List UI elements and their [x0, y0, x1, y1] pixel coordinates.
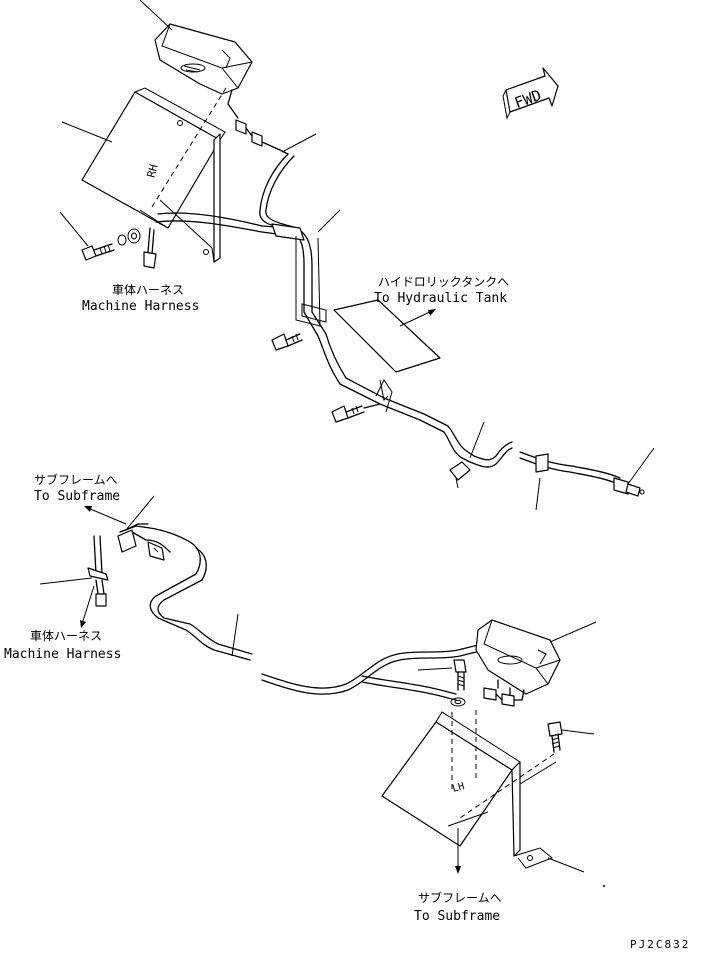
arrow-hydraulic-tank [399, 309, 435, 327]
leader-clamp-bottom-left [125, 495, 155, 531]
label-machine-harness-bottom-jp: 車体ハーネス [30, 629, 102, 643]
leader-harness-bottom [231, 613, 239, 657]
dashed-lines-bottom [451, 710, 477, 790]
svg-text:RH: RH [145, 163, 161, 179]
leader-bolt-bottom-2 [561, 729, 595, 735]
leader-right-end [627, 447, 655, 485]
leader-harness-top [281, 133, 317, 153]
leader-plate-bottom [519, 761, 557, 785]
fwd-arrow: FWD [502, 67, 559, 120]
clamp-tab-top [295, 236, 321, 327]
bolt-top-left [81, 228, 141, 261]
label-hydraulic-tank-jp: ハイドロリックタンクへ [378, 275, 509, 289]
label-subframe-bottom-jp: サブフレームへ [418, 890, 502, 905]
bolt-mid-2 [331, 403, 381, 423]
harness-bottom-left [87, 523, 191, 607]
dot-mark [603, 885, 605, 887]
work-lamp-top [154, 23, 253, 95]
svg-text:LH: LH [451, 781, 465, 795]
arrowhead-subframe-bottom [455, 866, 461, 874]
leader-right-clamp [535, 477, 541, 511]
leader-plate-top [61, 121, 113, 143]
wire-end-top [143, 227, 157, 269]
label-subframe-left-jp: サブフレームへ [34, 472, 118, 487]
bracket-plate-bottom: LH [381, 711, 553, 869]
harness-right-segment [519, 451, 645, 497]
dashed-line-top [149, 87, 227, 211]
leader-harness-bottom-left [39, 577, 93, 585]
harness-bottom-main [149, 541, 493, 701]
arrow-subframe-left [87, 507, 127, 525]
clamp-right-1 [449, 421, 485, 489]
leader-bracket-bottom [547, 857, 585, 873]
arrowhead-hydraulic-tank [428, 309, 436, 316]
bolt-bottom-1 [453, 659, 467, 691]
leader-lamp-top [139, 0, 173, 31]
label-subframe-bottom-en: To Subframe [414, 909, 500, 924]
arrowhead-machine-harness-bottom [80, 620, 86, 628]
label-machine-harness-top-jp: 車体ハーネス [112, 283, 184, 297]
label-hydraulic-tank-en: To Hydraulic Tank [374, 291, 507, 306]
drawing-code: PJ2C832 [630, 938, 690, 951]
connector-top [227, 89, 289, 155]
leader-bolt-bottom-1 [417, 667, 453, 671]
leader-lamp-bottom [549, 621, 597, 643]
bolt-mid-1 [271, 333, 303, 351]
label-machine-harness-top-en: Machine Harness [82, 299, 199, 314]
arrow-machine-harness-bottom [81, 585, 95, 625]
label-subframe-left-en: To Subframe [34, 489, 120, 504]
washer-bottom [450, 697, 466, 707]
label-machine-harness-bottom-en: Machine Harness [4, 647, 121, 662]
dashed-line-bottom-diag [459, 753, 555, 819]
work-lamp-bottom [475, 619, 561, 695]
leader-harness-mid [317, 209, 341, 233]
leader-bolt-top [59, 211, 89, 247]
connector-bottom [483, 679, 525, 707]
clamp-top [301, 303, 327, 323]
hydraulic-tank-plate [333, 299, 441, 413]
bracket-plate-top: RH [81, 87, 226, 263]
arrowhead-subframe-left [84, 506, 92, 512]
bolt-bottom-2 [547, 721, 563, 753]
